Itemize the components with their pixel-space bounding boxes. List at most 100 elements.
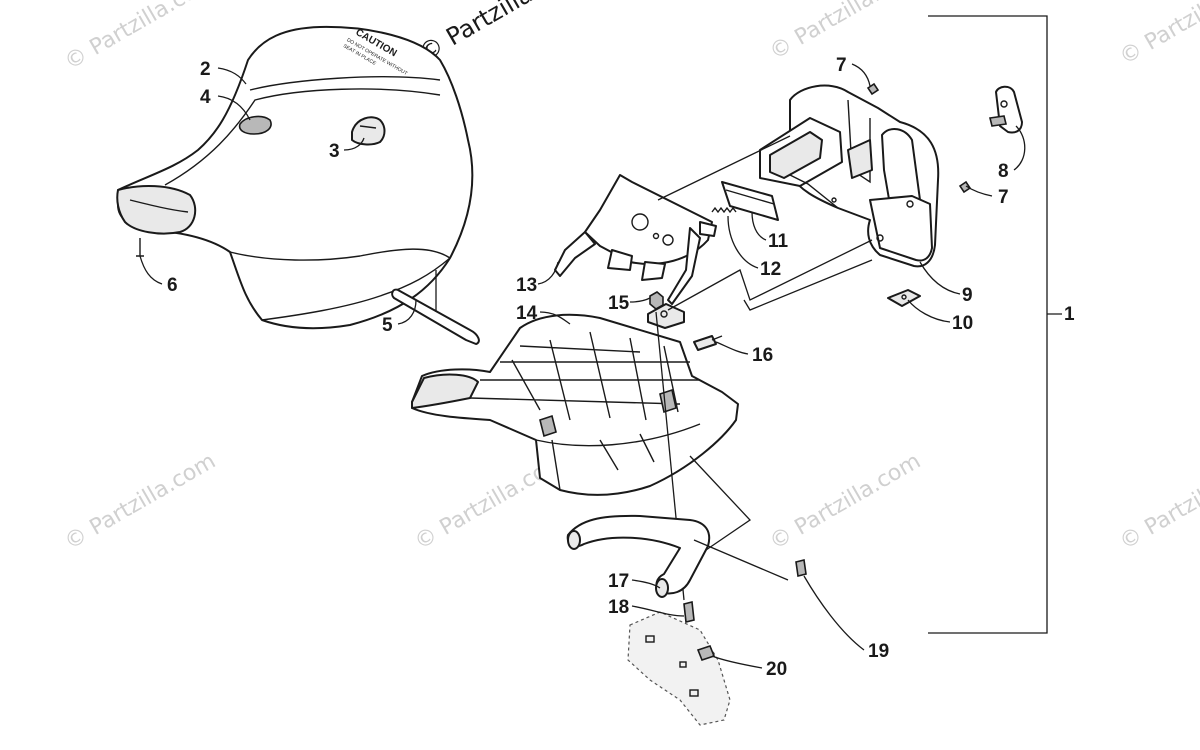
support-hole <box>652 232 660 240</box>
leader-6 <box>139 255 163 285</box>
bolt-part <box>683 601 695 623</box>
hinge-hole <box>1000 100 1008 108</box>
support-hole <box>662 234 674 246</box>
callout-7b: 7 <box>998 187 1009 208</box>
pan-lower-body <box>535 423 701 491</box>
watermark-text: © Partzilla.com <box>1116 0 1200 70</box>
seat-cushion: CAUTION DO NOT OPERATE WITHOUT SEAT IN P… <box>116 25 474 330</box>
rivet-shaft <box>711 335 723 341</box>
housing-edge <box>789 174 839 209</box>
grab-handle-end <box>655 578 669 598</box>
leader-14 <box>539 311 571 325</box>
leader-8 <box>1013 125 1026 171</box>
rivet-part <box>693 335 717 351</box>
callout-5: 5 <box>382 315 393 336</box>
leader-16 <box>715 341 749 355</box>
leader-13 <box>537 261 559 285</box>
callout-19: 19 <box>868 641 889 662</box>
frame-slot <box>679 661 687 668</box>
seat-handle-inner <box>359 125 377 129</box>
callout-14: 14 <box>516 303 538 324</box>
screw-part <box>866 82 880 96</box>
assembly-link-line <box>743 259 873 311</box>
pan-front-lip <box>411 373 479 409</box>
leader-20 <box>711 655 763 669</box>
callout-12: 12 <box>760 259 781 280</box>
leader-2 <box>217 67 247 85</box>
support-hole <box>631 213 649 231</box>
leader-lines <box>139 63 1026 669</box>
callout-16: 16 <box>752 345 773 366</box>
watermark-main: © Partzilla.com <box>414 0 588 67</box>
watermark-text: © Partzilla.com <box>61 0 221 75</box>
seat-rear-edge <box>261 257 451 321</box>
watermark-text: © Partzilla.com <box>766 449 926 556</box>
support-plate <box>584 174 713 265</box>
housing-hole <box>906 200 914 208</box>
pan-lower-detail <box>599 433 655 471</box>
seat-support-bracket <box>554 174 717 305</box>
pan-clip <box>539 414 557 438</box>
leader-15 <box>629 297 651 303</box>
callout-15: 15 <box>608 293 630 314</box>
seat-side-edge <box>229 248 451 261</box>
callout-6: 6 <box>167 275 178 296</box>
callout-11: 11 <box>768 231 789 252</box>
frame-slot <box>689 689 699 697</box>
frame-section <box>627 611 731 726</box>
leader-9 <box>919 261 961 295</box>
housing-hole <box>831 197 837 203</box>
latch-plate-part <box>721 181 779 221</box>
leader-7a <box>851 63 871 87</box>
housing-lower-side <box>869 195 933 262</box>
bolt-part <box>795 559 807 577</box>
watermark-text: © Partzilla.com <box>1116 449 1200 556</box>
callout-18: 18 <box>608 597 629 618</box>
leader-12 <box>727 215 759 269</box>
housing-hole <box>876 234 884 242</box>
mount-plate-hole <box>660 310 668 318</box>
seat-strap-part <box>391 288 480 345</box>
assembly-link-line <box>667 239 873 311</box>
leader-11 <box>751 211 767 241</box>
pan-grid <box>469 331 700 421</box>
grab-handle-part <box>566 514 711 595</box>
seat-base-pan <box>411 313 739 496</box>
seat-handle-part <box>351 116 386 146</box>
rear-housing <box>759 84 940 268</box>
latch-plate-lip <box>725 189 775 205</box>
callout-numbers: 1 2 4 3 6 5 7 8 7 9 10 11 12 13 14 15 16… <box>167 55 1075 680</box>
seat-tip-line <box>129 199 189 213</box>
callout-17: 17 <box>608 571 629 592</box>
leader-17 <box>631 579 661 589</box>
leader-5 <box>397 299 417 325</box>
clip-part <box>887 289 921 307</box>
leader-18 <box>631 605 685 617</box>
support-leg <box>554 231 596 277</box>
seat-hook-part <box>136 238 144 257</box>
seat-front-tip <box>116 184 197 235</box>
housing-bump <box>847 139 873 179</box>
support-tab <box>607 249 633 271</box>
callout-2: 2 <box>200 59 211 80</box>
seat-decal-part <box>238 115 272 135</box>
callout-7a: 7 <box>836 55 847 76</box>
callout-1: 1 <box>1064 304 1075 325</box>
hinge-pin <box>989 115 1007 127</box>
leader-3 <box>343 137 365 151</box>
frame-slot <box>645 635 655 643</box>
assembly-link-line <box>657 135 791 201</box>
callout-3: 3 <box>329 141 340 162</box>
callout-10: 10 <box>952 313 973 334</box>
support-arm <box>667 227 701 305</box>
spring-part <box>711 206 737 214</box>
seat-stitch-top <box>249 76 441 91</box>
grab-handle-end <box>567 530 581 550</box>
housing-latch-block <box>769 131 823 179</box>
leader-4 <box>217 95 251 121</box>
seat-stitch-mid <box>164 88 441 186</box>
callout-13: 13 <box>516 275 537 296</box>
assembly-bracket <box>928 15 1062 634</box>
callout-9: 9 <box>962 285 973 306</box>
